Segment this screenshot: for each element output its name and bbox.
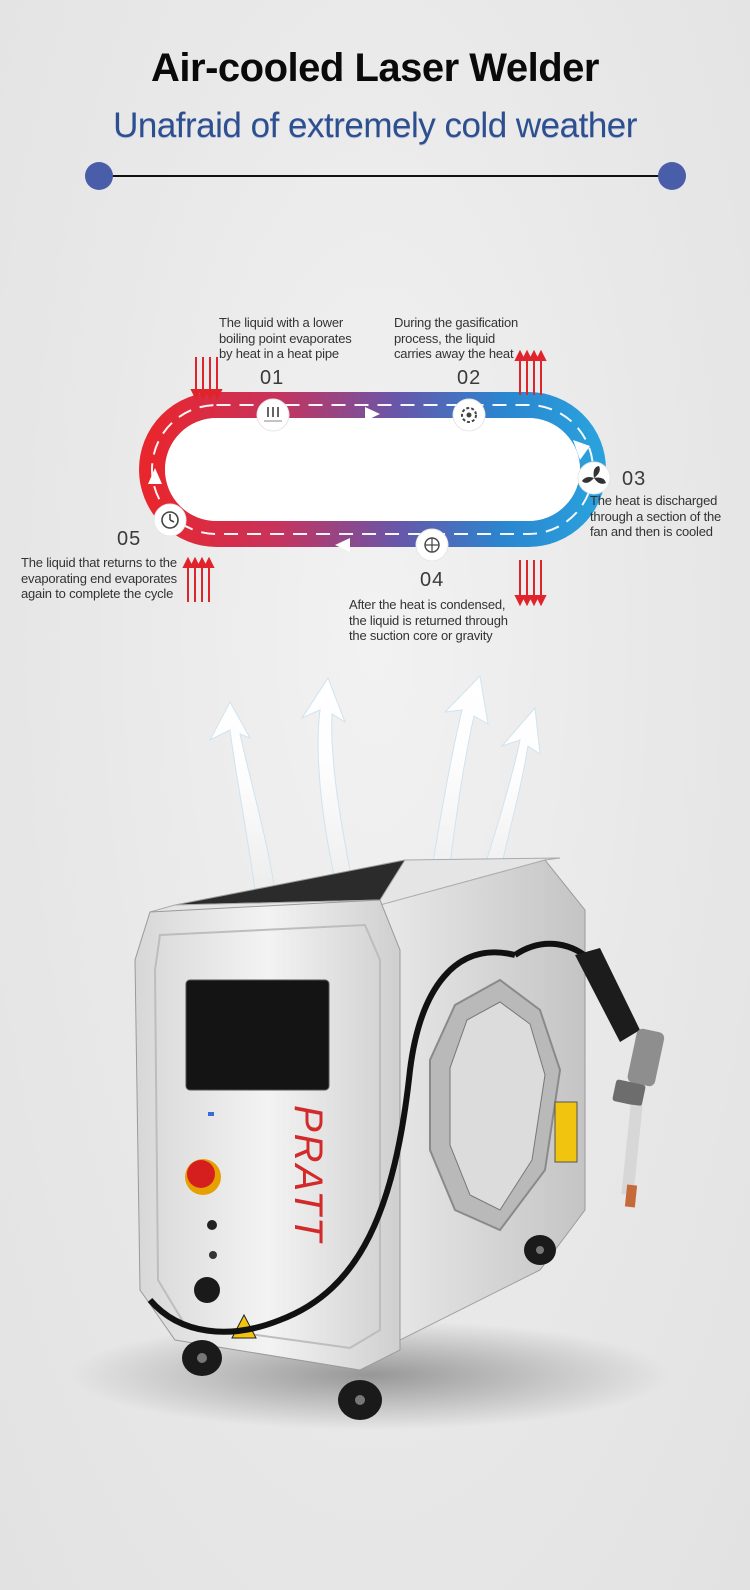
divider-dot-left: [85, 162, 113, 190]
step-01-description: The liquid with a lower boiling point ev…: [219, 315, 352, 362]
gear-icon: [452, 398, 486, 432]
side-warning-sticker: [554, 1101, 578, 1163]
step-02-description: During the gasification process, the liq…: [394, 315, 518, 362]
display-screen: [185, 979, 330, 1091]
step-04-line-3: the suction core or gravity: [349, 628, 493, 643]
page-subtitle: Unafraid of extremely cold weather: [113, 106, 637, 145]
step-05-line-3: again to complete the cycle: [21, 586, 174, 601]
welding-cable: [147, 949, 516, 1335]
key-switch[interactable]: [207, 1220, 217, 1230]
airflow-arrows: [208, 674, 541, 891]
step-05-number: 05: [117, 528, 142, 550]
cycle-clock-icon: [153, 503, 187, 537]
step-03-line-2: through a section of the: [590, 508, 722, 524]
caster-wheels: [182, 1235, 556, 1420]
brand-logo: PRATT: [286, 1105, 330, 1244]
step-02-number: 02: [457, 367, 482, 389]
step-02-line-2: process, the liquid: [394, 330, 495, 346]
step-03-description: The heat is discharged through a section…: [590, 493, 721, 540]
cycle-loop: [139, 392, 606, 547]
heat-output-arrows-02: [514, 349, 547, 395]
heat-output-arrows-04: [514, 560, 547, 607]
fan-icon: [577, 461, 611, 495]
step-04-number: 04: [420, 569, 445, 591]
power-connector: [194, 1277, 220, 1303]
heat-pipe-cycle-diagram: [139, 349, 611, 607]
heat-pipe-icon: [256, 398, 290, 432]
step-05-description: The liquid that returns to the evaporati…: [21, 555, 177, 602]
globe-icon: [415, 528, 449, 562]
divider-dot-right: [658, 162, 686, 190]
cable-reel-window: [429, 978, 562, 1232]
step-03-number: 03: [622, 468, 647, 490]
emergency-stop-button[interactable]: [185, 1159, 221, 1195]
step-04-description: After the heat is condensed, the liquid …: [349, 597, 508, 644]
step-01-line-2: boiling point evaporates: [219, 330, 352, 346]
welding-torch[interactable]: [575, 948, 665, 1208]
step-05-line-2: evaporating end evaporates: [21, 570, 177, 586]
welder-front-panel: [134, 899, 401, 1371]
heat-input-arrows-05: [182, 556, 215, 602]
step-02-line-1: During the gasification: [394, 315, 519, 330]
divider-line: [100, 175, 672, 177]
step-04-line-1: After the heat is condensed,: [349, 597, 506, 612]
step-01-number: 01: [260, 367, 285, 389]
step-03-line-1: The heat is discharged: [590, 493, 718, 508]
step-03-line-3: fan and then is cooled: [590, 524, 713, 539]
step-02-line-3: carries away the heat: [394, 346, 514, 361]
laser-welder-illustration: PRATT: [70, 674, 670, 1430]
step-05-line-1: The liquid that returns to the: [21, 555, 177, 570]
step-01-line-3: by heat in a heat pipe: [219, 346, 339, 361]
flow-direction-arrows: [148, 407, 590, 552]
heat-input-arrows-01: [190, 357, 223, 401]
step-01-line-1: The liquid with a lower: [219, 315, 344, 330]
page-title: Air-cooled Laser Welder: [151, 46, 599, 90]
step-04-line-2: the liquid is returned through: [349, 612, 508, 628]
